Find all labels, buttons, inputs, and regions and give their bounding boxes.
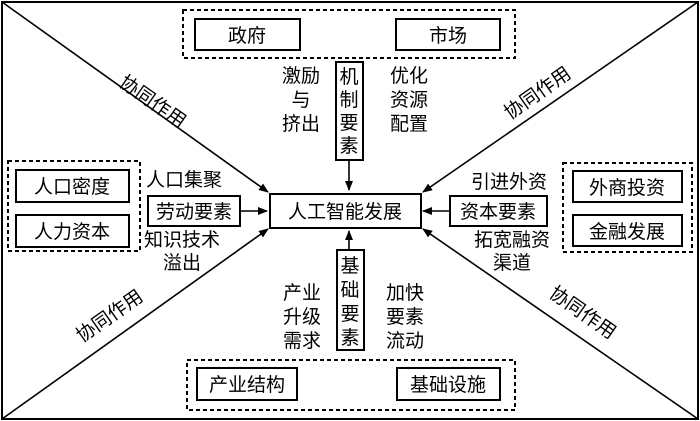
diagonal-bottom-right [422,228,699,420]
human-capital-box [15,214,130,248]
foreign-capital-text: 引进外资 [471,171,547,193]
capital-factor-label: 资本要素 [460,201,536,223]
flow-text: 流动 [386,330,424,352]
upgrade-text: 需求 [283,330,321,352]
infrastructure-box [396,367,501,401]
mechanism-char: 制 [339,89,358,111]
left-group [7,160,141,252]
industry-structure-label: 产业结构 [209,374,285,396]
labor-factor-box [147,195,241,227]
infrastructure-factor-box [336,249,365,351]
government-label: 政府 [228,25,266,47]
financing-text: 拓宽融资 [474,229,550,251]
center-label: 人工智能发展 [288,201,402,223]
spillover-text: 知识技术 [144,229,220,251]
human-capital-label: 人力资本 [34,221,110,243]
mechanism-box [335,61,364,161]
agglomeration-text: 人口集聚 [146,169,222,191]
incentive-text: 挤出 [282,113,320,135]
labor-factor-label: 劳动要素 [156,201,232,223]
synergy-label-bottom-right: 协同作用 [545,282,620,344]
optimize-text: 资源 [390,89,428,111]
center-box [269,193,422,229]
infra-factor-char: 要 [340,303,359,325]
upgrade-text: 产业 [283,282,321,304]
government-box [194,18,301,51]
top-group [182,9,516,59]
upgrade-text: 升级 [283,306,321,328]
synergy-label-top-right: 协同作用 [500,62,575,124]
mechanism-char: 要 [339,112,358,134]
mechanism-char: 机 [339,66,358,88]
incentive-text: 与 [291,89,310,111]
incentive-text: 激励 [282,65,320,87]
optimize-text: 配置 [390,113,428,135]
market-label: 市场 [429,25,467,47]
right-group [562,162,693,253]
spillover-text: 溢出 [163,252,201,274]
infrastructure-label: 基础设施 [410,374,486,396]
industry-structure-box [196,367,298,401]
mechanism-char: 素 [339,135,358,157]
flow-text: 要素 [386,306,424,328]
bottom-group [186,359,516,411]
financing-text: 渠道 [493,252,531,274]
fdi-label: 外商投资 [589,177,665,199]
finance-label: 金融发展 [589,221,665,243]
fdi-box [572,170,683,203]
synergy-label-top-left: 协同作用 [115,71,190,133]
diagonal-top-right [422,1,699,193]
population-density-label: 人口密度 [34,176,110,198]
flow-text: 加快 [386,282,424,304]
optimize-text: 优化 [390,65,428,87]
diagonal-top-left [1,1,269,193]
infra-factor-char: 素 [340,327,359,349]
synergy-label-bottom-left: 协同作用 [72,285,147,347]
diagonal-bottom-left [1,228,269,420]
market-box [395,18,501,51]
population-density-box [15,169,130,203]
infra-factor-char: 基 [340,255,359,277]
capital-factor-box [449,195,548,227]
finance-box [572,214,683,247]
infra-factor-char: 础 [340,279,359,301]
